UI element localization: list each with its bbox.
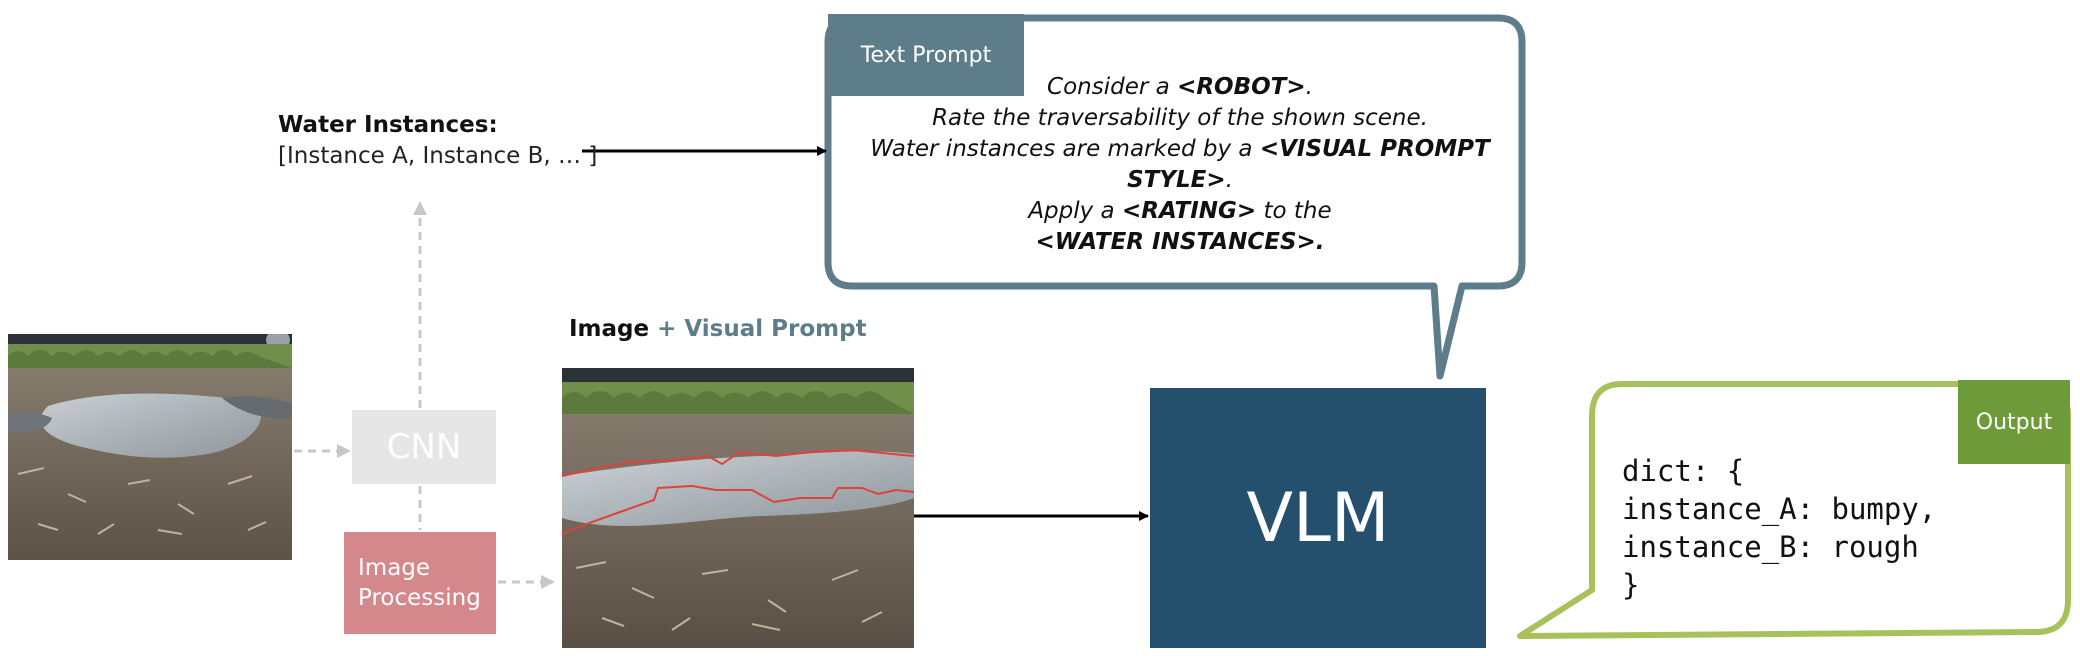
line3-pre: Water instances are marked by a — [870, 136, 1260, 162]
output-tab: Output — [1958, 380, 2070, 464]
text-prompt-line-1: Consider a <ROBOT>. — [840, 72, 1520, 103]
output-line-4: } — [1622, 568, 1640, 602]
output-tab-label: Output — [1975, 409, 2053, 435]
text-prompt-content: Consider a <ROBOT>. Rate the traversabil… — [840, 72, 1520, 258]
text-prompt-line-4: Apply a <RATING> to the — [840, 196, 1520, 227]
output-line-1: dict: { — [1622, 454, 1745, 488]
line5-placeholder: <WATER INSTANCES>. — [1035, 229, 1325, 255]
output-code: dict: { instance_A: bumpy, instance_B: rou… — [1622, 452, 1936, 604]
water-instances-list: [Instance A, Instance B, … ] — [278, 143, 598, 169]
line4-pre: Apply a — [1028, 198, 1122, 224]
vlm-box: VLM — [1150, 388, 1486, 648]
line1-pre: Consider a — [1047, 74, 1178, 100]
line4-placeholder: <RATING> — [1121, 198, 1257, 224]
image-processing-line2: Processing — [358, 585, 481, 611]
visual-prompt-label-image: Image — [569, 316, 650, 342]
vlm-label: VLM — [1246, 478, 1390, 558]
line3-placeholder: <VISUAL PROMPT STYLE> — [1127, 136, 1490, 193]
water-instance-outline — [562, 448, 914, 535]
line4-post: to the — [1256, 198, 1332, 224]
text-prompt-line-2: Rate the traversability of the shown sce… — [932, 105, 1428, 131]
cnn-box: CNN — [352, 410, 496, 484]
water-instances-title: Water Instances: — [278, 112, 498, 138]
line1-placeholder: <ROBOT> — [1177, 74, 1306, 100]
visual-prompt-label-visual-prompt: + Visual Prompt — [649, 316, 867, 342]
text-prompt-tab-label: Text Prompt — [860, 42, 992, 68]
cnn-label: CNN — [386, 427, 462, 467]
input-photo — [8, 334, 292, 560]
text-prompt-line-5: <WATER INSTANCES>. — [840, 227, 1520, 258]
output-line-3: instance_B: rough — [1622, 530, 1919, 564]
text-prompt-line-3: Water instances are marked by a <VISUAL … — [840, 134, 1520, 196]
text-prompt-tab: Text Prompt — [828, 14, 1024, 96]
image-processing-line1: Image — [358, 555, 431, 581]
image-processing-box: Image Processing — [344, 532, 496, 634]
line1-post: . — [1305, 74, 1313, 100]
line3-post: . — [1225, 167, 1233, 193]
visual-prompt-image — [562, 368, 914, 648]
output-line-2: instance_A: bumpy, — [1622, 492, 1937, 526]
visual-prompt-label: Image + Visual Prompt — [569, 316, 867, 342]
